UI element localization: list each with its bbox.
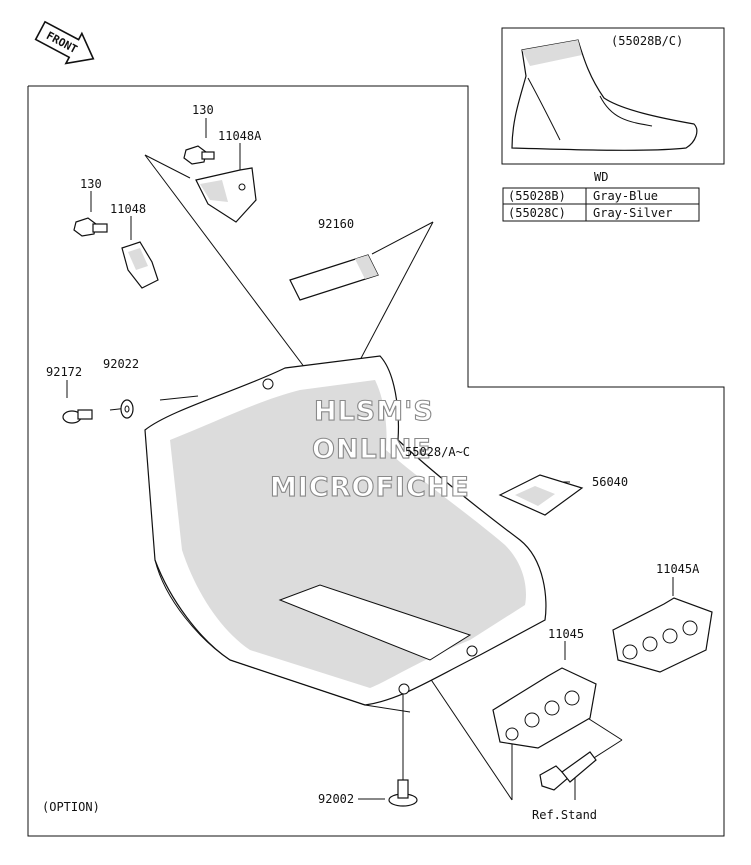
wd-row-1-color: Gray-Blue — [593, 189, 658, 203]
label-92160: 92160 — [318, 217, 354, 231]
diagram-frame — [27, 85, 725, 837]
label-92022: 92022 — [103, 357, 139, 371]
stand-bolt — [539, 751, 597, 791]
bolt-130-top — [183, 145, 215, 165]
label-130-left: 130 — [80, 177, 102, 191]
part-92160-strip — [289, 254, 379, 301]
label-11048A: 11048A — [218, 129, 262, 143]
watermark-line-1: HLSM'S — [314, 396, 434, 427]
screw-92172 — [62, 409, 93, 424]
label-92172: 92172 — [46, 365, 82, 379]
front-arrow-icon: FRONT — [34, 20, 95, 65]
wd-row-1-code: (55028B) — [508, 189, 566, 203]
watermark-line-3: MICROFICHE — [270, 472, 470, 503]
label-11045: 11045 — [548, 627, 584, 641]
wd-row-2-code: (55028C) — [508, 206, 566, 220]
label-56040 — [498, 474, 584, 516]
washer-92022 — [120, 399, 134, 419]
label-11048: 11048 — [110, 202, 146, 216]
label-92002: 92002 — [318, 792, 354, 806]
inset-cowl-drawing — [511, 39, 698, 151]
bracket-11048A — [195, 167, 257, 223]
label-ref-stand: Ref.Stand — [532, 808, 597, 822]
wd-table: (55028B) Gray-Blue (55028C) Gray-Silver — [502, 187, 700, 222]
label-56040: 56040 — [592, 475, 628, 489]
label-11045A: 11045A — [656, 562, 700, 576]
wd-row-2-color: Gray-Silver — [593, 206, 672, 220]
leader-lines — [66, 118, 674, 801]
bracket-11045 — [492, 667, 597, 749]
label-130-top: 130 — [192, 103, 214, 117]
bracket-11048 — [121, 241, 159, 289]
screw-92002 — [388, 779, 418, 807]
label-option: (OPTION) — [42, 800, 100, 814]
wd-table-header: WD — [594, 170, 608, 184]
bracket-11045A — [612, 597, 713, 673]
label-55028: 55028/A~C — [405, 445, 470, 459]
bolt-130-left — [73, 217, 108, 237]
undercowl-part — [144, 355, 547, 713]
watermark-line-2: ONLINE — [312, 434, 432, 465]
inset-label: (55028B/C) — [611, 34, 683, 48]
